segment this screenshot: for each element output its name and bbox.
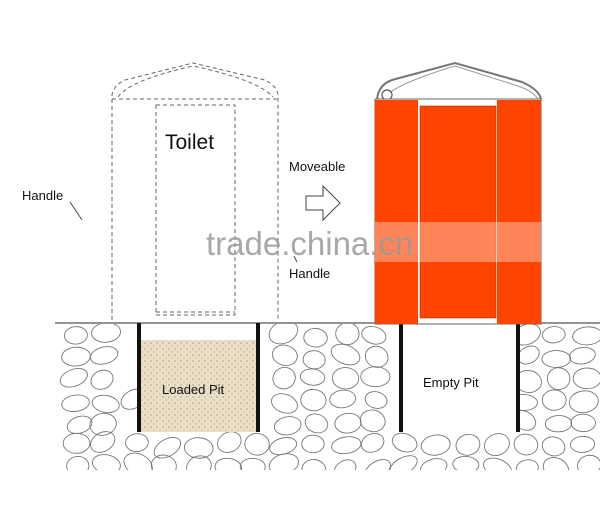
stone	[268, 324, 299, 345]
stone	[123, 452, 153, 470]
stone	[239, 457, 266, 470]
stone	[541, 350, 572, 368]
stone	[300, 388, 327, 412]
moveable-label: Moveable	[289, 159, 345, 174]
stone	[420, 458, 448, 470]
stone	[61, 346, 91, 367]
stone	[89, 346, 119, 365]
stone	[331, 367, 360, 390]
stone	[62, 432, 91, 454]
stone	[541, 436, 566, 457]
stone	[302, 350, 326, 370]
stone	[183, 437, 214, 459]
stone	[303, 328, 328, 348]
stone	[217, 431, 242, 453]
stone	[90, 431, 116, 453]
stone	[90, 369, 114, 390]
stone	[330, 343, 361, 366]
stone	[214, 457, 243, 470]
stone	[389, 455, 418, 470]
stone	[268, 453, 299, 470]
stone	[335, 324, 360, 346]
stone	[299, 368, 326, 386]
stone	[186, 455, 212, 470]
stone	[153, 437, 182, 459]
stone	[304, 413, 329, 434]
previous-toilet-outline	[111, 62, 279, 320]
move-arrow-icon	[305, 184, 341, 222]
stone	[329, 389, 357, 409]
stone	[91, 394, 120, 414]
ground	[55, 322, 600, 470]
stone	[455, 433, 481, 456]
stone	[333, 459, 357, 470]
stone	[391, 432, 418, 453]
moved-toilet	[374, 61, 542, 325]
toilet-label: Toilet	[165, 131, 214, 154]
stone	[364, 391, 388, 409]
stone	[569, 346, 596, 365]
stone	[66, 455, 90, 470]
stone	[61, 394, 90, 413]
stone	[301, 434, 325, 454]
stone	[483, 433, 510, 457]
stone	[91, 454, 121, 470]
stone	[125, 433, 149, 452]
stone	[359, 409, 386, 433]
loaded-pit	[139, 340, 258, 432]
stone	[331, 436, 362, 455]
stone	[513, 433, 539, 456]
stone	[542, 457, 570, 470]
handle-left-leader	[69, 201, 83, 221]
stone	[89, 412, 117, 436]
pit-walls	[137, 323, 520, 432]
stone	[301, 459, 327, 470]
stone	[66, 415, 93, 435]
watermark-band	[375, 222, 541, 262]
stone	[271, 393, 298, 414]
stone	[360, 432, 385, 453]
stone	[360, 366, 391, 388]
stone	[91, 324, 121, 343]
stone	[572, 367, 600, 390]
empty-pit-label: Empty Pit	[423, 375, 479, 390]
stone	[570, 413, 596, 433]
handle-right-leader	[293, 255, 298, 263]
stone	[59, 368, 88, 388]
stone	[271, 344, 298, 366]
stone	[546, 367, 571, 391]
handle-left-label: Handle	[22, 188, 63, 203]
loaded-pit-label: Loaded Pit	[162, 382, 225, 397]
loaded-pit-top	[139, 324, 258, 340]
stone	[569, 435, 596, 453]
stone	[483, 457, 513, 470]
stone	[364, 345, 389, 368]
stone	[452, 455, 480, 470]
stone	[150, 454, 177, 470]
stone	[542, 326, 566, 344]
stone	[64, 326, 88, 345]
stone	[244, 432, 270, 456]
stone	[361, 326, 387, 345]
stone	[420, 434, 451, 456]
stone	[364, 459, 391, 470]
stone	[515, 459, 539, 470]
stone	[577, 454, 600, 470]
watermark: trade.china.cn	[206, 225, 413, 262]
stone	[541, 389, 567, 411]
stone	[273, 416, 302, 436]
stone	[572, 326, 600, 346]
stone	[272, 366, 296, 390]
stone	[544, 415, 573, 433]
empty-pit	[401, 324, 518, 432]
stone	[568, 390, 599, 414]
handle-right-label: Handle	[289, 266, 330, 281]
stone	[334, 412, 362, 434]
